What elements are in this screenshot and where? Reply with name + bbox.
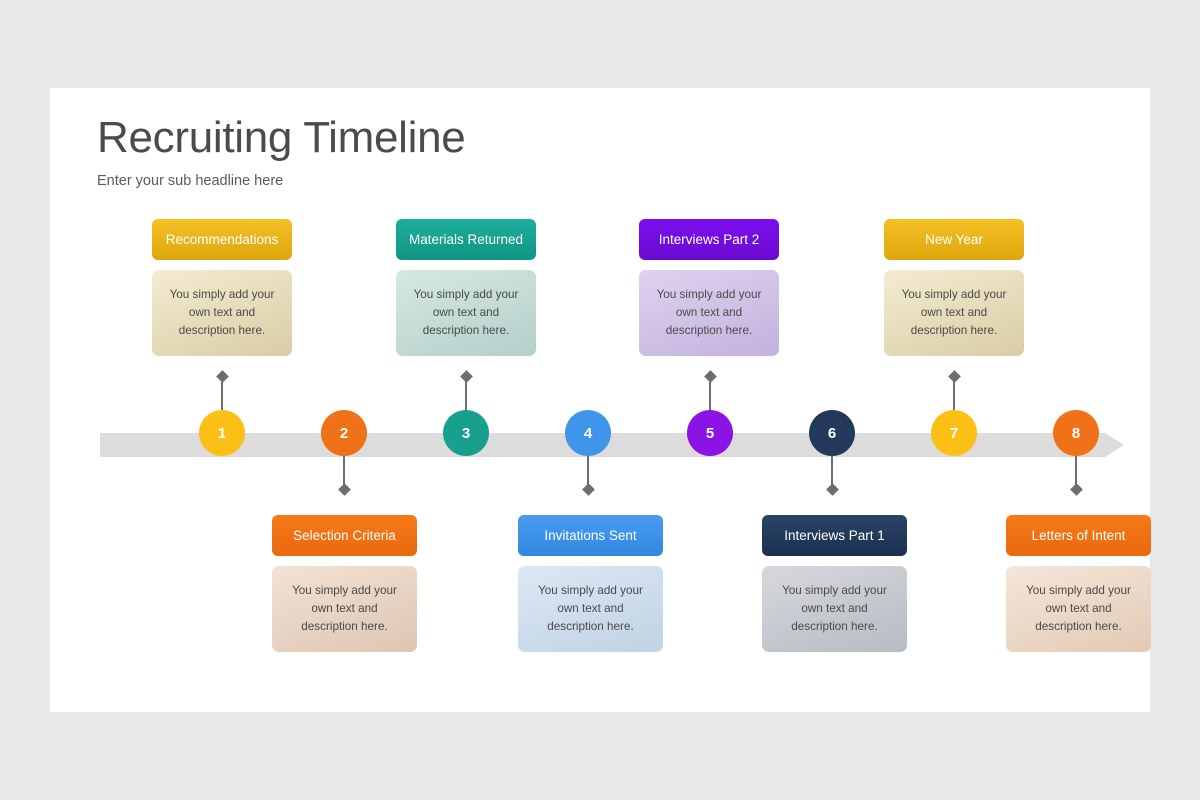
connector-diamond-icon <box>215 370 229 383</box>
milestone-marker-5[interactable]: 5 <box>687 410 733 456</box>
step-title[interactable]: New Year <box>884 219 1024 260</box>
step-description-text: You simply add your own text and descrip… <box>413 288 519 337</box>
step-description: You simply add your own text and descrip… <box>272 566 417 652</box>
step-description: You simply add your own text and descrip… <box>884 270 1024 356</box>
milestone-number: 6 <box>827 424 837 442</box>
step-title[interactable]: Materials Returned <box>396 219 536 260</box>
connector-stem <box>221 377 223 433</box>
connector-diamond-icon <box>947 370 961 383</box>
milestone-marker-1[interactable]: 1 <box>199 410 245 456</box>
step-description: You simply add your own text and descrip… <box>1006 566 1151 652</box>
step-description: You simply add your own text and descrip… <box>639 270 779 356</box>
step-description-text: You simply add your own text and descrip… <box>901 288 1007 337</box>
step-title[interactable]: Recommendations <box>152 219 292 260</box>
connector-stem <box>587 433 589 489</box>
step-card-5[interactable]: Interviews Part 2 You simply add your own… <box>639 219 779 356</box>
step-description-text: You simply add your own text and descrip… <box>1026 584 1131 633</box>
step-description-text: You simply add your own text and descrip… <box>782 584 887 633</box>
timeline-arrow-icon <box>1105 433 1124 457</box>
milestone-marker-3[interactable]: 3 <box>443 410 489 456</box>
page-title: Recruiting Timeline <box>97 113 466 162</box>
step-title[interactable]: Letters of Intent <box>1006 515 1151 556</box>
connector-stem <box>343 433 345 489</box>
step-title[interactable]: Invitations Sent <box>518 515 663 556</box>
connector-diamond-icon <box>459 370 473 383</box>
heading-block: Recruiting Timeline Enter your sub headl… <box>97 113 466 190</box>
slide-canvas: Recruiting Timeline Enter your sub headl… <box>50 88 1151 712</box>
step-description-text: You simply add your own text and descrip… <box>538 584 643 633</box>
step-card-6[interactable]: Interviews Part 1 You simply add your own… <box>762 515 907 652</box>
connector-diamond-icon <box>581 483 595 496</box>
connector-diamond-icon <box>703 370 717 383</box>
step-description: You simply add your own text and descrip… <box>518 566 663 652</box>
step-title[interactable]: Interviews Part 2 <box>639 219 779 260</box>
connector-stem <box>709 377 711 433</box>
step-description-text: You simply add your own text and descrip… <box>169 288 275 337</box>
step-description: You simply add your own text and descrip… <box>152 270 292 356</box>
step-description: You simply add your own text and descrip… <box>396 270 536 356</box>
step-description-text: You simply add your own text and descrip… <box>292 584 397 633</box>
milestone-number: 7 <box>949 424 959 442</box>
milestone-marker-7[interactable]: 7 <box>931 410 977 456</box>
milestone-number: 2 <box>339 424 349 442</box>
connector-stem <box>831 433 833 489</box>
milestone-marker-2[interactable]: 2 <box>321 410 367 456</box>
milestone-marker-4[interactable]: 4 <box>565 410 611 456</box>
step-description: You simply add your own text and descrip… <box>762 566 907 652</box>
step-title[interactable]: Selection Criteria <box>272 515 417 556</box>
connector-diamond-icon <box>337 483 351 496</box>
milestone-number: 8 <box>1071 424 1081 442</box>
connector-stem <box>465 377 467 433</box>
milestone-number: 5 <box>705 424 715 442</box>
connector-diamond-icon <box>1069 483 1083 496</box>
milestone-number: 3 <box>461 424 471 442</box>
connector-stem <box>953 377 955 433</box>
milestone-number: 4 <box>583 424 593 442</box>
connector-stem <box>1075 433 1077 489</box>
step-description-text: You simply add your own text and descrip… <box>656 288 762 337</box>
step-title[interactable]: Interviews Part 1 <box>762 515 907 556</box>
page-subtitle: Enter your sub headline here <box>97 173 284 190</box>
milestone-marker-8[interactable]: 8 <box>1053 410 1099 456</box>
milestone-marker-6[interactable]: 6 <box>809 410 855 456</box>
connector-diamond-icon <box>825 483 839 496</box>
milestone-number: 1 <box>217 424 227 442</box>
